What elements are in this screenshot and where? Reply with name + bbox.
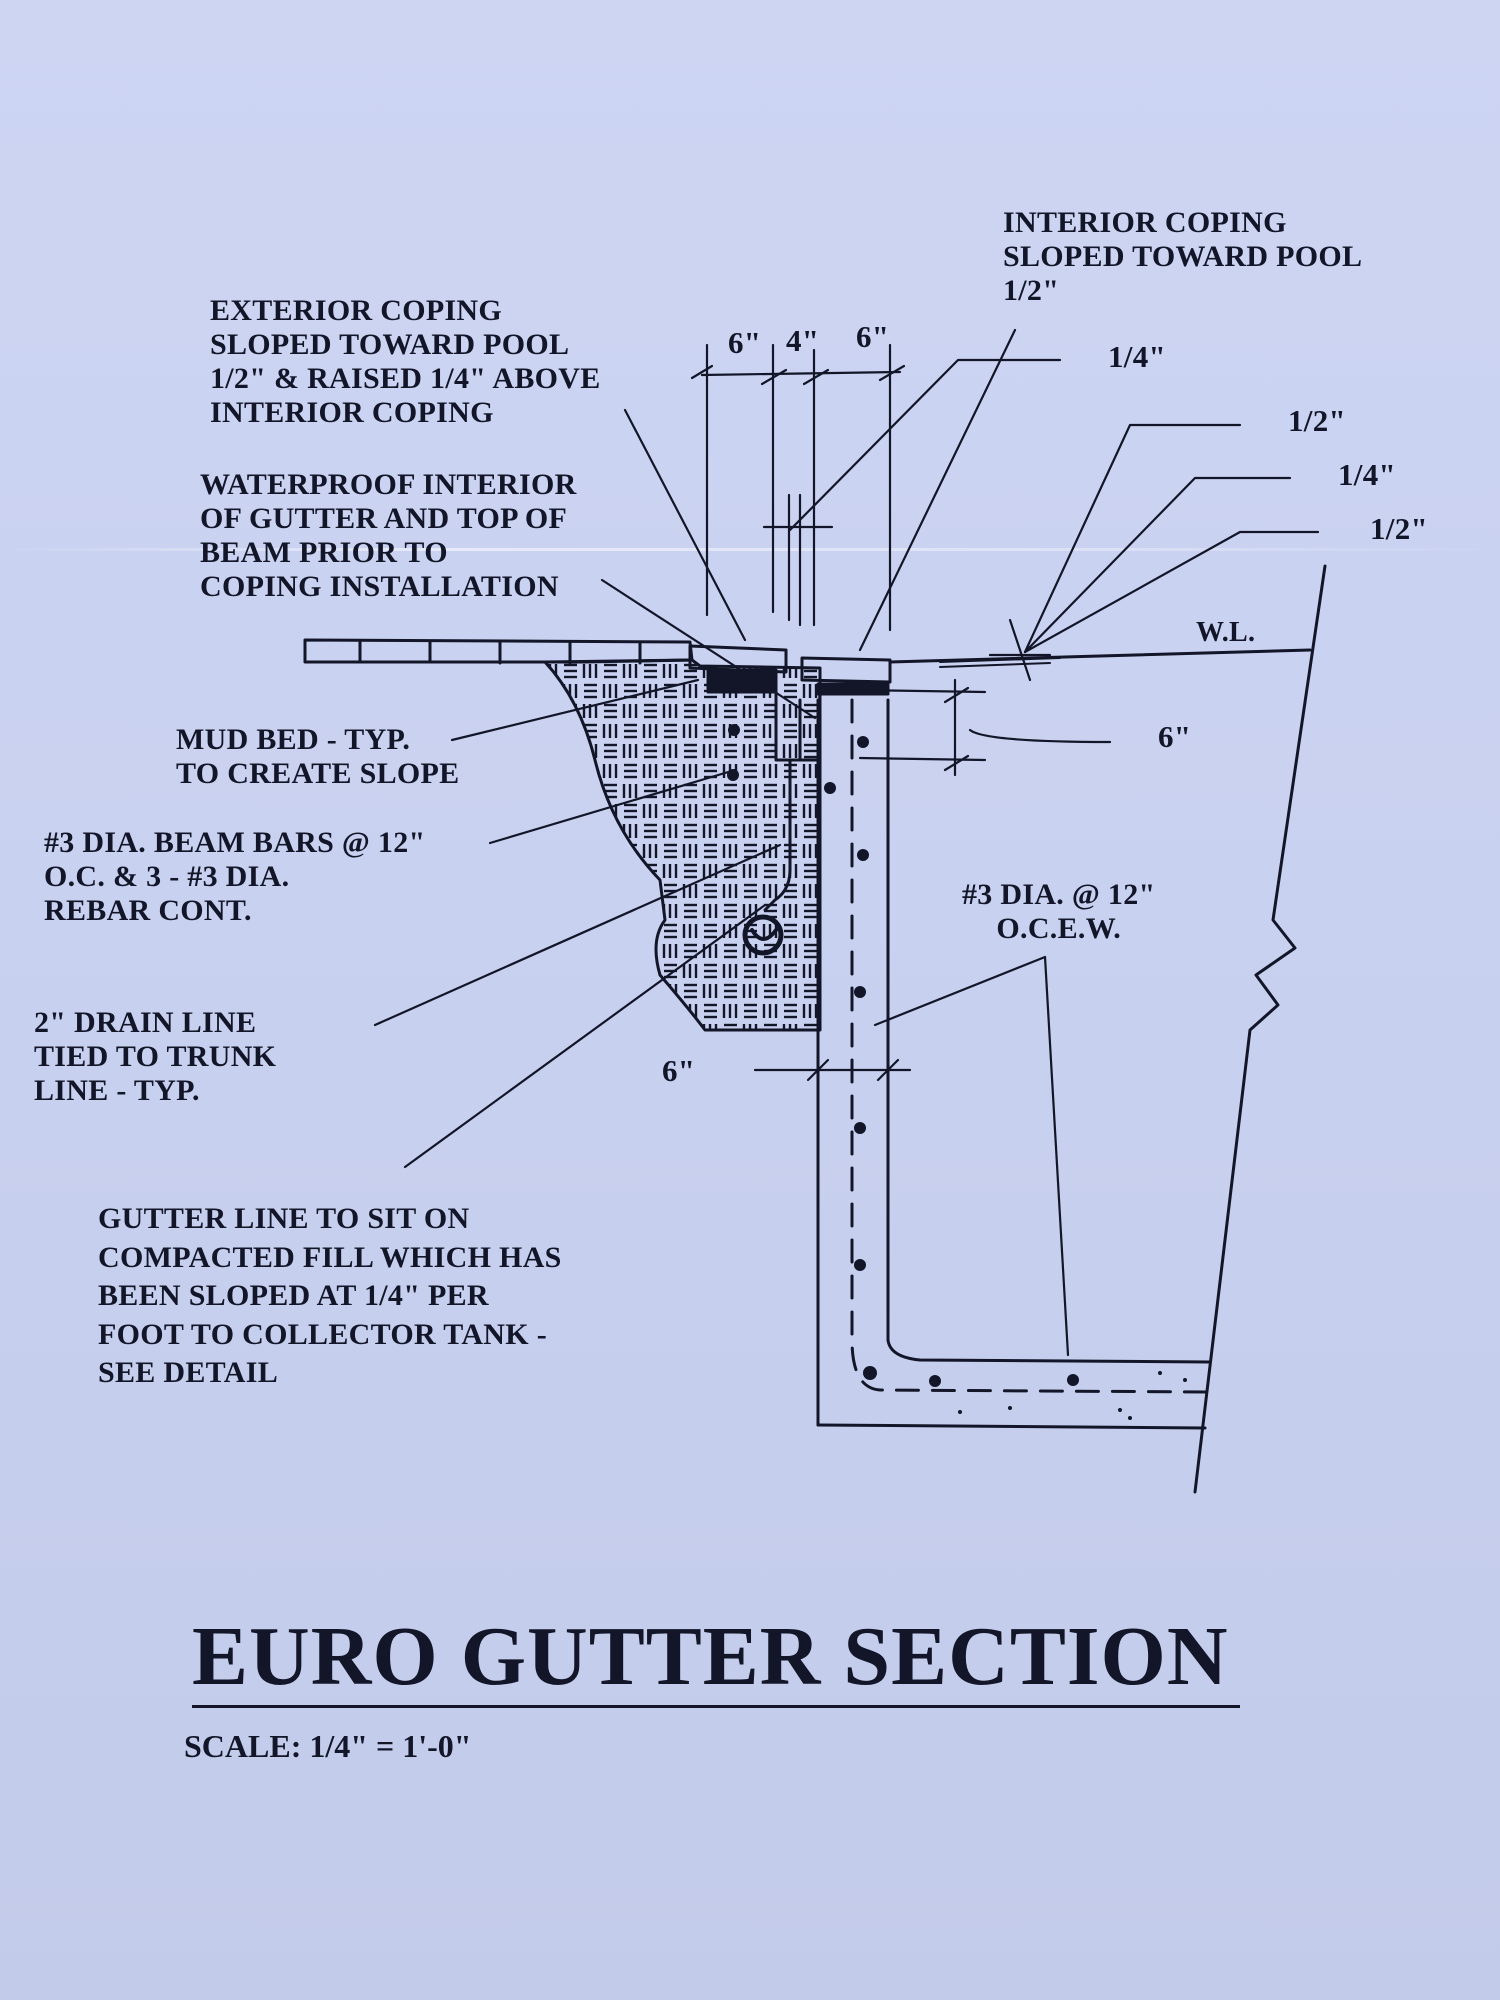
- label-drain-line: 2" DRAIN LINE TIED TO TRUNK LINE - TYP.: [34, 1006, 277, 1107]
- label-gutter-line: GUTTER LINE TO SIT ON COMPACTED FILL WHI…: [98, 1202, 562, 1389]
- dim-top-2: 4": [786, 323, 820, 358]
- top-dimension-lines: [690, 343, 906, 632]
- dim-slope-3: 1/4": [1338, 457, 1397, 492]
- dim-slope-1: 1/4": [1108, 339, 1167, 374]
- dim-slope-2: 1/2": [1288, 403, 1347, 438]
- label-mud-bed: MUD BED - TYP. TO CREATE SLOPE: [176, 723, 460, 790]
- drawing-title: EURO GUTTER SECTION: [192, 1610, 1229, 1703]
- interior-coping: [800, 656, 892, 684]
- exterior-coping: [688, 644, 788, 674]
- dim-slope-4: 1/2": [1370, 511, 1429, 546]
- dim-beam-depth: 6": [1158, 719, 1192, 754]
- label-exterior-coping: EXTERIOR COPING SLOPED TOWARD POOL 1/2" …: [210, 294, 601, 429]
- water-line: [888, 648, 1312, 664]
- paper-crease: [0, 548, 1500, 551]
- gutter-channel: [774, 688, 802, 762]
- mud-bed: [706, 668, 778, 694]
- dim-wall-thickness: 6": [662, 1053, 696, 1088]
- dim-top-1: 6": [728, 325, 762, 360]
- label-interior-coping: INTERIOR COPING SLOPED TOWARD POOL 1/2": [1003, 206, 1363, 307]
- break-line: [1193, 564, 1327, 1494]
- bond-beam: [543, 658, 822, 1032]
- label-rebar-wall: #3 DIA. @ 12" O.C.E.W.: [962, 878, 1156, 945]
- pool-wall: [816, 698, 1212, 1430]
- drain-pipe: [763, 758, 792, 912]
- rebar-dots: [727, 724, 1079, 1387]
- label-beam-bars: #3 DIA. BEAM BARS @ 12" O.C. & 3 - #3 DI…: [44, 826, 426, 927]
- leader-lines: [373, 328, 1320, 1357]
- label-waterproof: WATERPROOF INTERIOR OF GUTTER AND TOP OF…: [200, 468, 577, 603]
- label-water-line: W.L.: [1196, 617, 1256, 648]
- drawing-scale: SCALE: 1/4" = 1'-0": [184, 1728, 472, 1764]
- drain-line-circle: [742, 914, 784, 956]
- title-underline: [192, 1705, 1240, 1708]
- dim-top-3: 6": [856, 319, 890, 354]
